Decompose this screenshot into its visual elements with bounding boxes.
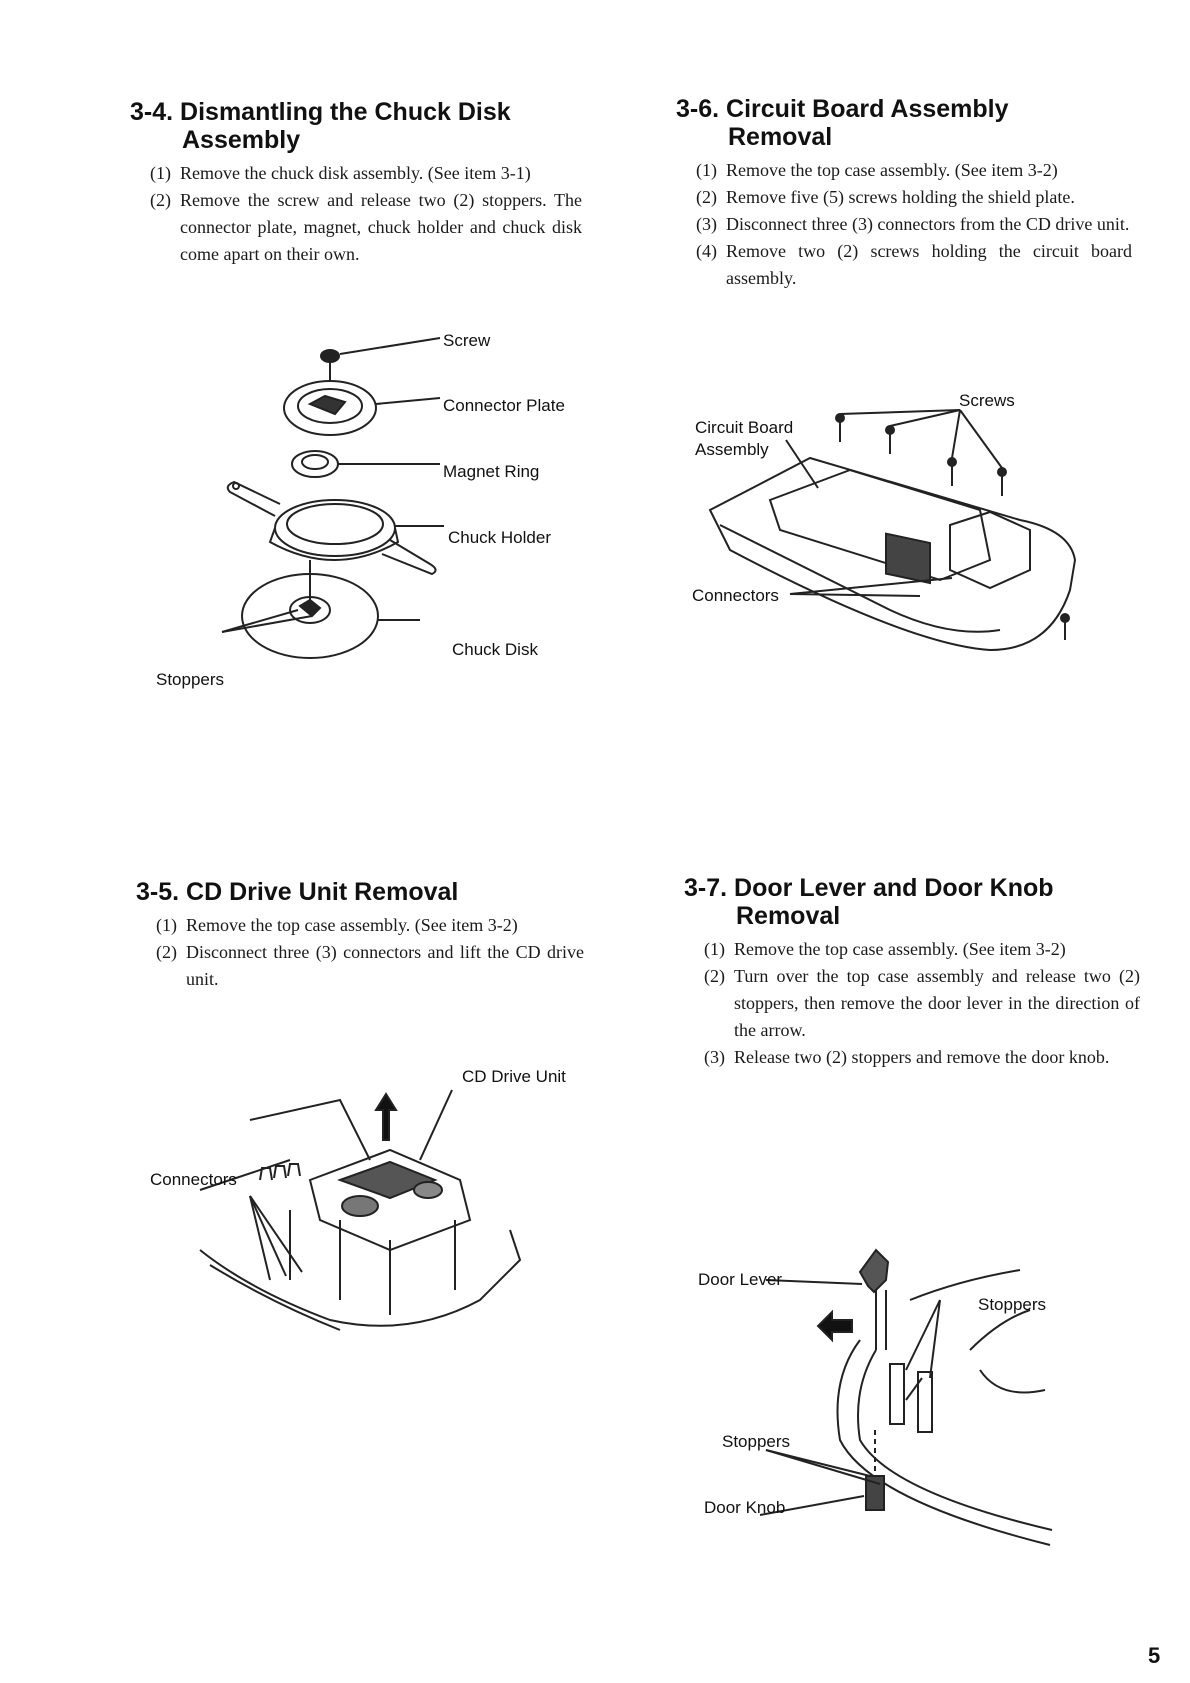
- chuck-disk-exploded-diagram: [221, 337, 444, 659]
- section-title: 3-5. CD Drive Unit Removal: [136, 878, 606, 906]
- step-text: Remove the top case assembly. (See item …: [726, 160, 1058, 180]
- step-item: (3) Release two (2) stoppers and remove …: [704, 1044, 1140, 1071]
- label-circuit-board-line1: Circuit Board: [695, 418, 794, 437]
- step-number: (2): [704, 966, 725, 986]
- label-cd-drive-unit: CD Drive Unit: [462, 1067, 566, 1086]
- cd-drive-unit-diagram: [199, 1089, 522, 1331]
- step-number: (2): [150, 190, 171, 210]
- door-lever-diagram: [759, 1248, 1053, 1546]
- step-list: (1) Remove the top case assembly. (See i…: [696, 157, 1132, 292]
- step-item: (1) Remove the top case assembly. (See i…: [156, 912, 584, 939]
- label-connectors: Connectors: [150, 1170, 237, 1189]
- step-text: Disconnect three (3) connectors and lift…: [186, 942, 584, 989]
- section-title-line1: Circuit Board Assembly: [726, 95, 1009, 123]
- section-title-line2: Removal: [736, 902, 841, 930]
- step-list: (1) Remove the chuck disk assembly. (See…: [150, 160, 582, 268]
- step-text: Remove the top case assembly. (See item …: [734, 939, 1066, 959]
- label-stoppers-top: Stoppers: [978, 1295, 1047, 1314]
- label-door-knob: Door Knob: [704, 1498, 786, 1517]
- step-number: (1): [150, 163, 171, 183]
- section-title-line2: Removal: [728, 123, 833, 151]
- section-number: 3-4.: [130, 98, 174, 126]
- step-item: (4) Remove two (2) screws holding the ci…: [696, 238, 1132, 292]
- step-item: (2) Turn over the top case assembly and …: [704, 963, 1140, 1044]
- label-stoppers: Stoppers: [156, 670, 225, 689]
- section-title-line1: Dismantling the Chuck Disk: [180, 98, 511, 126]
- step-list: (1) Remove the top case assembly. (See i…: [156, 912, 584, 993]
- label-connector-plate: Connector Plate: [443, 396, 565, 415]
- step-item: (3) Disconnect three (3) connectors from…: [696, 211, 1132, 238]
- step-number: (1): [156, 915, 177, 935]
- step-number: (2): [156, 942, 177, 962]
- step-list: (1) Remove the top case assembly. (See i…: [704, 936, 1140, 1071]
- label-screws: Screws: [959, 391, 1015, 410]
- section-title: 3-4. Dismantling the Chuck Disk Assembly: [130, 98, 600, 154]
- step-item: (2) Disconnect three (3) connectors and …: [156, 939, 584, 993]
- step-text: Remove five (5) screws holding the shiel…: [726, 187, 1075, 207]
- label-chuck-holder: Chuck Holder: [448, 528, 551, 547]
- circuit-board-diagram: [708, 409, 1077, 652]
- step-text: Remove the top case assembly. (See item …: [186, 915, 518, 935]
- label-chuck-disk: Chuck Disk: [452, 640, 538, 659]
- label-door-lever: Door Lever: [698, 1270, 783, 1289]
- step-item: (1) Remove the chuck disk assembly. (See…: [150, 160, 582, 187]
- label-stoppers-bottom: Stoppers: [722, 1432, 791, 1451]
- section-3-6: 3-6. Circuit Board Assembly Removal (1) …: [676, 95, 1146, 292]
- label-magnet-ring: Magnet Ring: [443, 462, 540, 481]
- step-number: (4): [696, 241, 717, 261]
- step-number: (1): [704, 939, 725, 959]
- page-number: 5: [1148, 1643, 1161, 1668]
- section-title-line1: Door Lever and Door Knob: [734, 874, 1054, 902]
- section-number: 3-5.: [136, 878, 180, 906]
- section-title: 3-6. Circuit Board Assembly Removal: [676, 95, 1146, 151]
- section-3-4: 3-4. Dismantling the Chuck Disk Assembly…: [130, 98, 600, 268]
- section-3-7: 3-7. Door Lever and Door Knob Removal (1…: [684, 874, 1154, 1071]
- step-text: Remove the chuck disk assembly. (See ite…: [180, 163, 531, 183]
- step-number: (1): [696, 160, 717, 180]
- step-text: Release two (2) stoppers and remove the …: [734, 1047, 1110, 1067]
- section-3-5: 3-5. CD Drive Unit Removal (1) Remove th…: [136, 878, 606, 993]
- section-number: 3-6.: [676, 95, 720, 123]
- step-number: (2): [696, 187, 717, 207]
- step-number: (3): [696, 214, 717, 234]
- step-number: (3): [704, 1047, 725, 1067]
- section-title-line1: CD Drive Unit Removal: [186, 878, 459, 906]
- step-text: Turn over the top case assembly and rele…: [734, 966, 1140, 1040]
- step-text: Disconnect three (3) connectors from the…: [726, 214, 1130, 234]
- step-item: (1) Remove the top case assembly. (See i…: [704, 936, 1140, 963]
- step-item: (2) Remove five (5) screws holding the s…: [696, 184, 1132, 211]
- label-connectors: Connectors: [692, 586, 779, 605]
- section-title: 3-7. Door Lever and Door Knob Removal: [684, 874, 1154, 930]
- step-item: (2) Remove the screw and release two (2)…: [150, 187, 582, 268]
- label-screw: Screw: [443, 331, 491, 350]
- step-item: (1) Remove the top case assembly. (See i…: [696, 157, 1132, 184]
- step-text: Remove the screw and release two (2) sto…: [180, 190, 582, 264]
- label-circuit-board-line2: Assembly: [695, 440, 769, 459]
- section-number: 3-7.: [684, 874, 728, 902]
- section-title-line2: Assembly: [182, 126, 301, 154]
- step-text: Remove two (2) screws holding the circui…: [726, 241, 1132, 288]
